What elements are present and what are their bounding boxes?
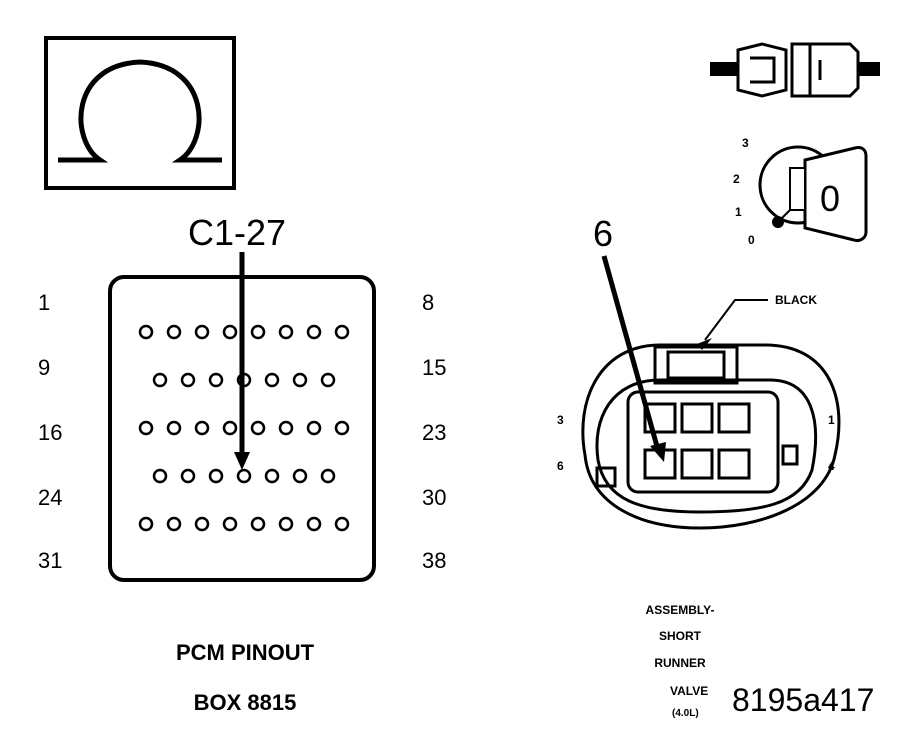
pcm-pin-hole [264,372,280,388]
pcm-callout-label: C1-27 [188,212,287,253]
pcm-row-label-left: 16 [38,420,63,445]
connector-color-label: BLACK [775,293,817,307]
pcm-callout-arrow [234,252,250,470]
pcm-pin-hole [334,516,350,532]
connector-name-line4: VALVE [670,684,709,698]
connector-disconnect-icon [710,42,880,98]
pcm-row-label-left: 1 [38,290,51,315]
pcm-pin-hole [194,420,210,436]
pcm-pin-hole [222,420,238,436]
pcm-pin-hole [222,324,238,340]
pcm-row-label-right: 15 [422,355,447,380]
ignition-key-icon [758,145,868,242]
pcm-pin-hole [306,324,322,340]
pcm-pin-grid [138,324,350,532]
pcm-pin-hole [278,516,294,532]
pcm-pin-hole [250,516,266,532]
pcm-pin-hole [306,516,322,532]
ignition-pos-3: 3 [742,136,749,150]
ignition-pos-1: 1 [735,205,742,219]
pcm-pin-hole [292,372,308,388]
connector-pin-label-6: 6 [557,459,564,473]
ignition-pos-0: 0 [748,233,755,247]
pcm-pin-hole [166,516,182,532]
pcm-pin-hole [180,468,196,484]
pcm-pin-hole [250,324,266,340]
short-runner-valve-connector [581,299,841,530]
ignition-pos-2: 2 [733,172,740,186]
pcm-row-label-left: 31 [38,548,63,573]
pcm-pin-hole [138,420,154,436]
pcm-pin-hole [250,420,266,436]
pcm-row-label-left: 9 [38,355,51,380]
pcm-pin-hole [278,324,294,340]
pcm-pin-hole [194,516,210,532]
pcm-pin-hole [152,372,168,388]
pcm-row-label-left: 24 [38,485,63,510]
connector-name-line5: (4.0L) [672,708,699,719]
connector-name-line3: RUNNER [654,656,706,670]
pcm-pin-hole [152,468,168,484]
pcm-pin-hole [138,324,154,340]
pcm-row-label-right: 23 [422,420,447,445]
pcm-pin-hole [236,468,252,484]
pcm-box-label: BOX 8815 [193,690,297,715]
pcm-pin-hole [222,516,238,532]
pcm-pin-hole [180,372,196,388]
connector-name-line2: SHORT [659,629,701,643]
pcm-pin-hole [264,468,280,484]
pcm-row-label-right: 38 [422,548,447,573]
figure-id: 8195a417 [732,682,875,718]
pcm-pin-hole [292,468,308,484]
pcm-pin-hole [194,324,210,340]
ignition-key-position: 0 [820,178,841,219]
connector-pin-label-1: 1 [828,413,835,427]
pcm-row-label-right: 30 [422,485,447,510]
connector-callout-arrow [601,255,666,462]
pcm-pin-hole [334,324,350,340]
connector-name-line1: ASSEMBLY- [645,603,715,617]
ohmmeter-icon [44,36,236,190]
pcm-pin-hole [306,420,322,436]
pcm-pin-hole [166,324,182,340]
pcm-row-label-right: 8 [422,290,435,315]
pcm-pin-hole [208,468,224,484]
connector-pin-label-4: 4 [828,459,835,473]
pcm-pin-hole [208,372,224,388]
pcm-pinout-title: PCM PINOUT [175,640,315,665]
pcm-pin-hole [278,420,294,436]
pcm-pin-hole [138,516,154,532]
pcm-pin-hole [320,468,336,484]
pcm-pin-hole [334,420,350,436]
connector-callout-label: 6 [593,213,614,254]
connector-pin-label-3: 3 [557,413,564,427]
pcm-pin-hole [320,372,336,388]
pcm-pin-hole [166,420,182,436]
